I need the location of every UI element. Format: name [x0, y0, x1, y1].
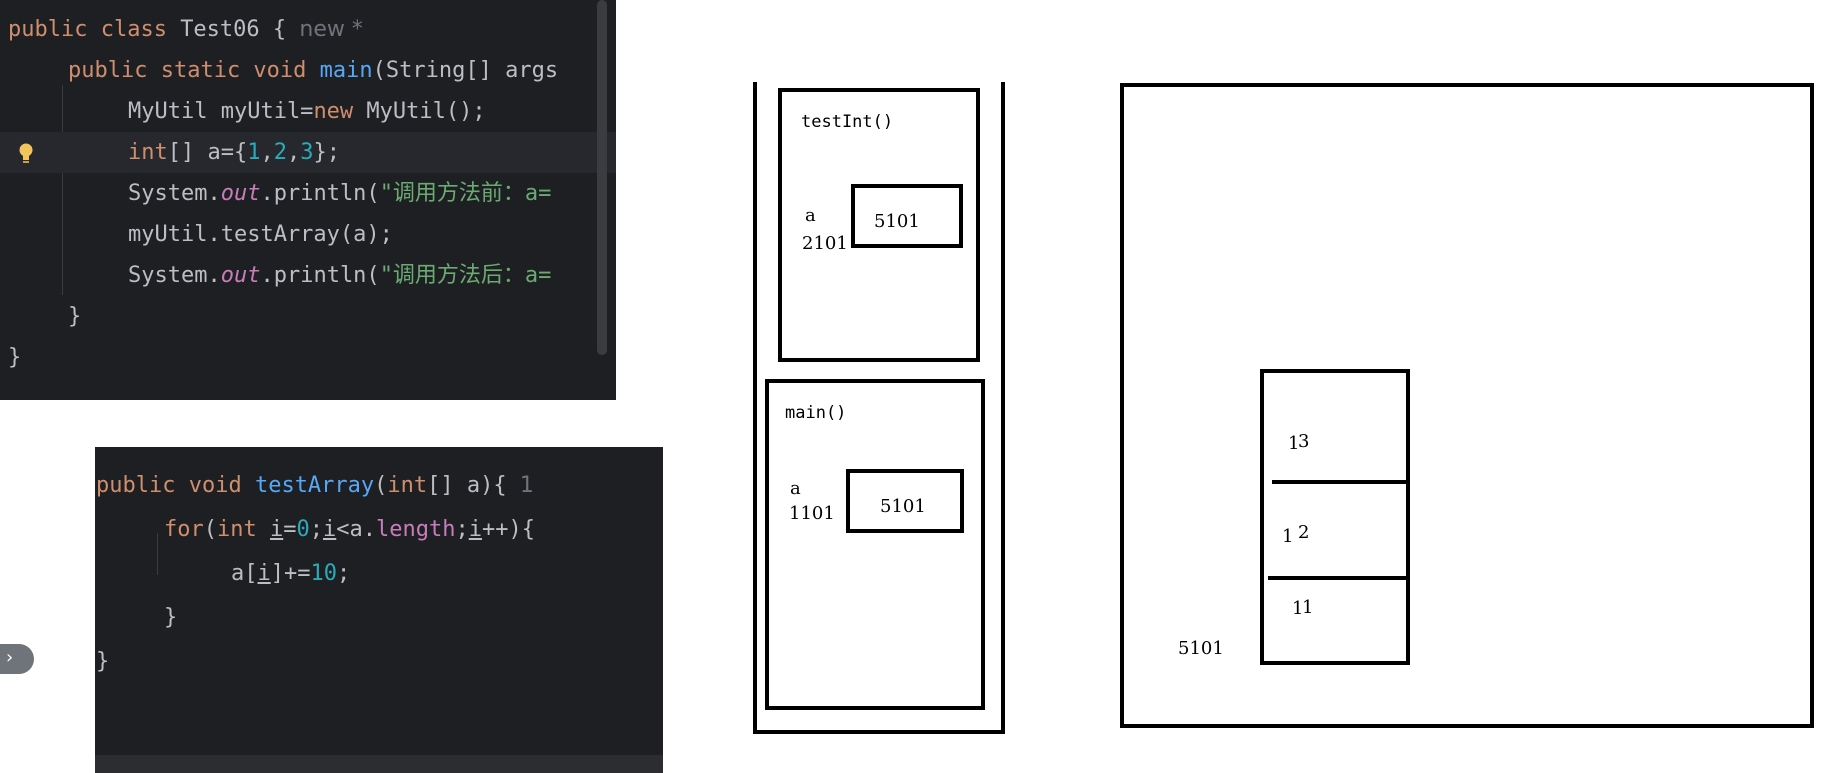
ref-box-main — [846, 469, 964, 533]
ref-box-testint — [851, 184, 963, 248]
code-editor-method: public void testArray(int[] a){ 1 for(in… — [95, 447, 663, 773]
ref-value-testint: 5101 — [874, 211, 920, 232]
array-cell-2-b: 1 — [1302, 597, 1313, 618]
code-line-2: public static void main(String[] args — [68, 58, 559, 83]
code-editor-main: public class Test06 { new * public stati… — [0, 0, 616, 400]
heap-container — [1120, 83, 1814, 728]
array-cell-1-a: 1 — [1282, 526, 1293, 547]
method-line-5: } — [96, 649, 110, 674]
file-status-hint: new * — [299, 17, 363, 42]
heap-address: 5101 — [1178, 638, 1224, 659]
heap-array-box — [1260, 369, 1410, 665]
code-line-9: } — [8, 345, 22, 370]
code-line-6: myUtil.testArray(a); — [128, 222, 393, 247]
code-line-3: MyUtil myUtil=new MyUtil(); — [128, 99, 486, 124]
code-line-1: public class Test06 { new * — [8, 17, 363, 42]
ref-value-main: 5101 — [880, 496, 926, 517]
indent-guide — [62, 85, 63, 295]
usage-hint: 1 — [519, 473, 534, 498]
expand-panel-button[interactable]: › — [0, 644, 34, 674]
var-name-testint: a — [805, 205, 816, 226]
editor-bottom-bar — [95, 755, 663, 773]
lightbulb-icon[interactable] — [17, 142, 35, 164]
array-cell-1-b: 2 — [1298, 522, 1309, 543]
code-line-4: int[] a={1,2,3}; — [128, 140, 340, 165]
code-line-7: System.out.println("调用方法后：a= — [128, 263, 552, 288]
chevron-right-icon: › — [6, 647, 14, 668]
stack-frame-main — [765, 379, 985, 710]
var-addr-main: 1101 — [789, 503, 835, 524]
array-cell-2-a: 1 — [1292, 598, 1303, 619]
code-line-5: System.out.println("调用方法前：a= — [128, 181, 552, 206]
current-line-highlight — [0, 132, 616, 173]
code-line-8: } — [68, 304, 82, 329]
array-cell-0-b: 3 — [1298, 431, 1309, 452]
array-cell-0-a: 1 — [1288, 433, 1299, 454]
indent-guide — [157, 533, 158, 575]
stack-container — [753, 82, 1005, 734]
var-name-main: a — [790, 478, 801, 499]
method-line-1: public void testArray(int[] a){ 1 — [96, 473, 534, 498]
frame-label-main: main() — [785, 403, 846, 423]
method-line-3: a[i]+=10; — [231, 561, 351, 586]
method-line-4: } — [164, 605, 178, 630]
stack-frame-testint — [778, 88, 980, 362]
vertical-scrollbar[interactable] — [597, 0, 607, 355]
method-line-2: for(int i=0;i<a.length;i++){ — [164, 517, 535, 542]
frame-label-testint: testInt() — [801, 112, 893, 132]
var-addr-testint: 2101 — [802, 233, 848, 254]
